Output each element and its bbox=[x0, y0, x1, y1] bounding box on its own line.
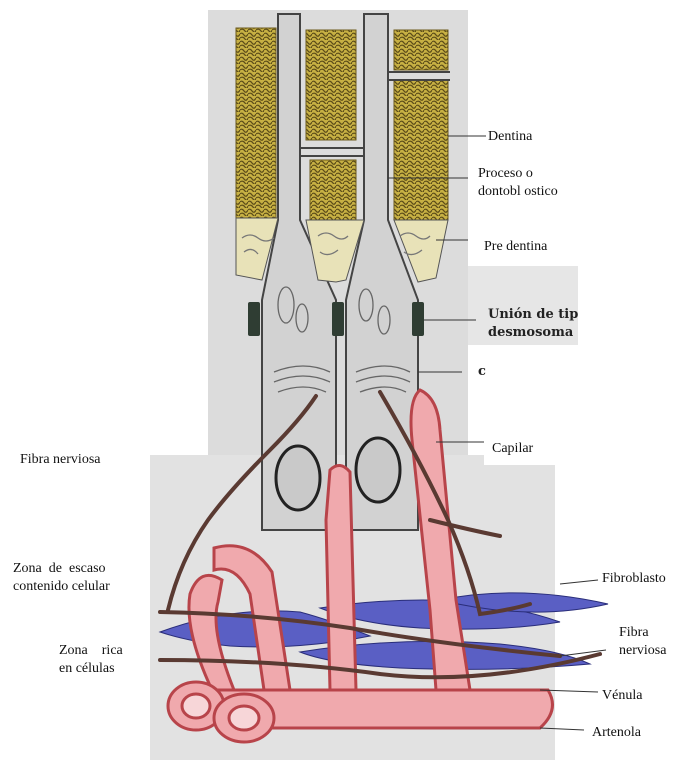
label-predentina: Pre dentina bbox=[484, 238, 547, 256]
label-union-line1: Unión de tip bbox=[488, 306, 578, 324]
label-dentina: Dentina bbox=[488, 128, 532, 146]
label-artenola: Artenola bbox=[592, 724, 641, 742]
label-zona-rica-line2: en células bbox=[59, 660, 123, 678]
label-zona-escaso-line1: Zona de escaso bbox=[13, 560, 110, 578]
label-zona-escaso-line2: contenido celular bbox=[13, 578, 110, 596]
label-venula: Vénula bbox=[602, 687, 642, 705]
label-union-desmosoma: Unión de tip desmosoma bbox=[488, 306, 578, 341]
label-proceso-line1: Proceso o bbox=[478, 165, 558, 183]
label-fibra-nerviosa-left: Fibra nerviosa bbox=[20, 451, 100, 469]
label-zona-rica-line1: Zona rica bbox=[59, 642, 123, 660]
label-union-line2: desmosoma bbox=[488, 324, 578, 342]
label-zona-escaso: Zona de escaso contenido celular bbox=[13, 560, 110, 595]
label-fibra-nerviosa-right: Fibra nerviosa bbox=[619, 624, 666, 659]
label-fragment: c bbox=[478, 364, 486, 379]
label-fibroblasto: Fibroblasto bbox=[602, 570, 666, 588]
label-capilar: Capilar bbox=[492, 440, 533, 458]
label-proceso: Proceso o dontobl ostico bbox=[478, 165, 558, 200]
dentin-layer bbox=[236, 28, 448, 220]
label-fibra-right-line2: nerviosa bbox=[619, 642, 666, 660]
label-proceso-line2: dontobl ostico bbox=[478, 183, 558, 201]
label-fibra-right-line1: Fibra bbox=[619, 624, 666, 642]
label-zona-rica: Zona rica en células bbox=[59, 642, 123, 677]
